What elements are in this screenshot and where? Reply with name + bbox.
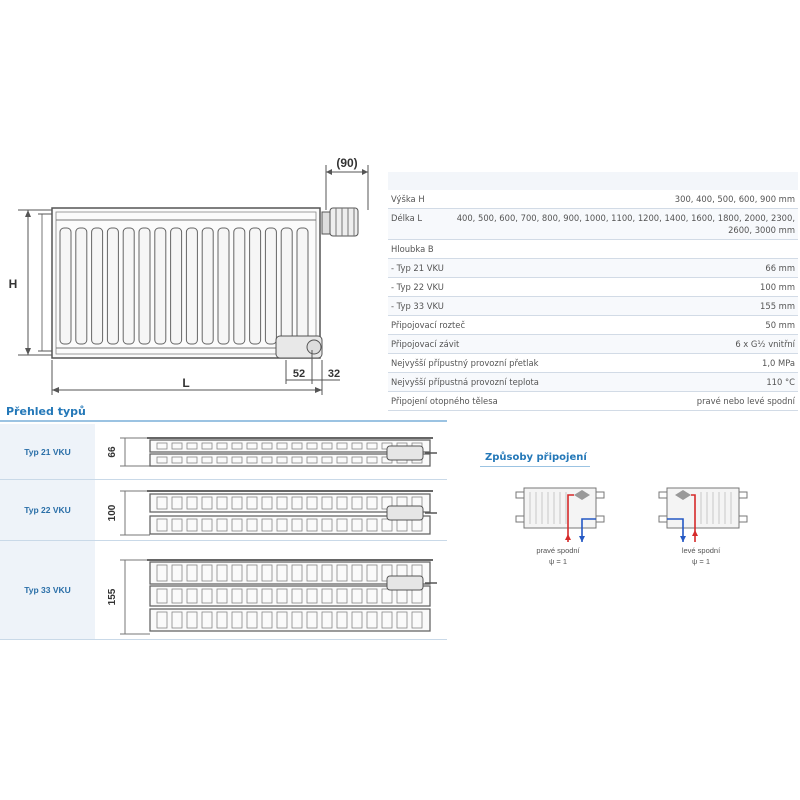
spec-label: Výška H [391,194,425,204]
spec-value: 155 mm [760,301,795,311]
connection-left-psi: ψ = 1 [691,557,711,566]
spec-row: Nejvyšší přípustný provozní přetlak 1,0 M… [388,354,798,373]
spec-value: 50 mm [765,320,795,330]
spec-row: Připojovací závit 6 x G½ vnitřní [388,335,798,354]
spec-row: Délka L 400, 500, 600, 700, 800, 900, 100… [388,209,798,240]
dim-L-label: L [182,376,189,390]
spec-label: - Typ 22 VKU [391,282,444,292]
spec-value: 6 x G½ vnitřní [735,339,795,349]
type-label: Typ 22 VKU [0,480,95,540]
spec-row: Připojovací rozteč 50 mm [388,316,798,335]
spec-label: Délka L [391,213,423,223]
dim-32-label: 32 [328,368,340,380]
radiator-fins [56,219,316,349]
connection-left-bottom-diagram [658,487,748,542]
connection-left-caption: levé spodní ψ = 1 [656,545,746,567]
connection-section-title: Způsoby připojení [485,452,587,463]
connection-right-bottom-diagram [515,487,605,542]
spec-table-header [388,172,798,190]
types-sectional-drawings: 66 100 155 [107,437,437,635]
spec-row: Hloubka B [388,240,798,259]
dim-H-label: H [9,277,18,291]
types-section-title: Přehled typů [6,405,86,418]
spec-label: Připojovací závit [391,339,460,349]
spec-label: Připojovací rozteč [391,320,466,330]
spec-row: - Typ 33 VKU 155 mm [388,297,798,316]
type-row-33: Typ 33 VKU [0,541,447,640]
spec-table: Výška H 300, 400, 500, 600, 900 mm Délka L… [388,172,798,411]
connection-left-name: levé spodní [681,546,721,555]
depth-label-22: 100 [107,504,118,521]
spec-value: 66 mm [765,263,795,273]
spec-label: Nejvyšší přípustná provozní teplota [391,377,539,387]
spec-row: - Typ 21 VKU 66 mm [388,259,798,278]
spec-row: - Typ 22 VKU 100 mm [388,278,798,297]
spec-label: - Typ 21 VKU [391,263,444,273]
spec-value: 100 mm [760,282,795,292]
connection-right-psi: ψ = 1 [548,557,568,566]
spec-row: Nejvyšší přípustná provozní teplota 110 °… [388,373,798,392]
spec-value: 110 °C [766,377,795,387]
radiator-front-view-drawing: (90) H L 52 32 [9,156,369,395]
spec-row: Výška H 300, 400, 500, 600, 900 mm [388,190,798,209]
type-label: Typ 33 VKU [0,541,95,639]
types-title-underline [0,420,447,422]
spec-label: Nejvyšší přípustný provozní přetlak [391,358,539,368]
depth-label-21: 66 [107,446,118,458]
spec-row: Připojení otopného tělesa pravé nebo levé… [388,392,798,411]
connection-title-underline [480,466,590,467]
dim-90-label: (90) [336,156,357,170]
spec-value: 1,0 MPa [761,358,795,368]
type-row-22: Typ 22 VKU [0,480,447,541]
spec-label: Hloubka B [391,244,434,254]
connection-right-name: pravé spodní [536,546,580,555]
depth-label-33: 155 [107,588,118,605]
connection-right-caption: pravé spodní ψ = 1 [513,545,603,567]
type-row-21: Typ 21 VKU [0,424,447,480]
spec-label: Připojení otopného tělesa [391,396,498,406]
dim-52-label: 52 [293,368,305,380]
type-label: Typ 21 VKU [0,424,95,479]
spec-value: pravé nebo levé spodní [696,396,795,406]
spec-label: - Typ 33 VKU [391,301,444,311]
spec-value: 300, 400, 500, 600, 900 mm [674,194,795,204]
spec-value: 400, 500, 600, 700, 800, 900, 1000, 1100… [456,213,795,235]
